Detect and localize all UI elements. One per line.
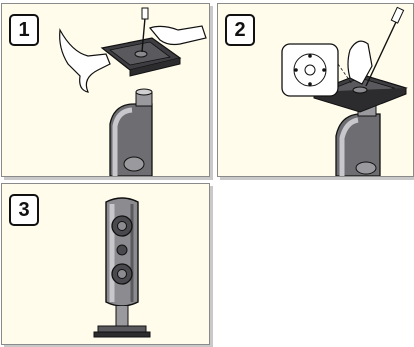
step-3-panel: 3: [1, 183, 210, 345]
step-3-illustration: [2, 184, 209, 344]
speaker-column-icon: [106, 198, 138, 326]
step-2-panel: 2: [217, 3, 414, 177]
speaker-column-icon: [110, 89, 152, 176]
stand-base-icon: [94, 326, 150, 337]
screwdriver-icon: [366, 7, 404, 86]
step-2-illustration: [218, 4, 413, 176]
speaker-column-icon: [336, 102, 380, 176]
step-1-illustration: [2, 4, 209, 176]
step-1-panel: 1: [1, 3, 210, 177]
hand-icon: [60, 30, 110, 92]
hand-icon: [150, 26, 206, 45]
